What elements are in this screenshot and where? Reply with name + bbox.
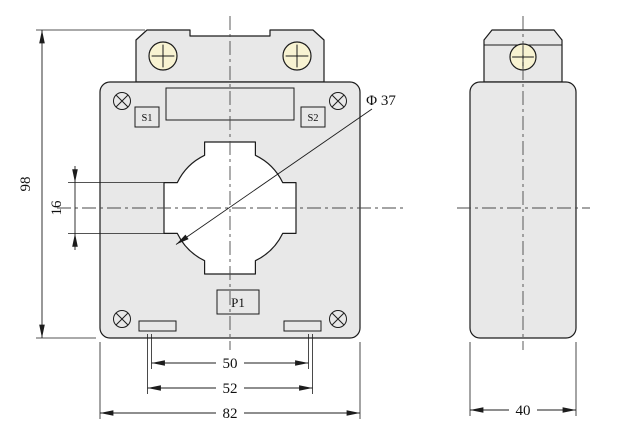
corner-screw-top-left (113, 92, 131, 110)
corner-screw-bottom-right (329, 310, 347, 328)
terminal-screw-right (282, 41, 312, 71)
corner-screw-head (113, 92, 131, 110)
dimension-text-mask (216, 380, 244, 395)
corner-screw-head (113, 310, 131, 328)
dimension-text-mask (216, 405, 244, 420)
center-hole (163, 141, 297, 275)
front-view: S1 S2 P1 (57, 16, 404, 350)
s2-box (300, 106, 326, 128)
corner-screw-head (329, 310, 347, 328)
dimension-text-height: 98 (18, 177, 34, 192)
dimension-text-overall-width: 82 (223, 406, 238, 422)
dimension-text-notch: 16 (49, 200, 65, 216)
s1-box (134, 106, 160, 128)
front-terminal-block (135, 29, 325, 83)
screw-x-icon (332, 95, 344, 107)
dimension-text-mid-width: 52 (223, 381, 238, 397)
terminal-mark-s1: S1 (134, 106, 160, 128)
dimension-overall-height: 98 (18, 29, 145, 339)
terminal-screw-left (148, 41, 178, 71)
dimension-overall-width: 82 (99, 342, 361, 422)
side-view (457, 16, 590, 350)
dimension-text-mask (509, 402, 537, 417)
dimension-text-mask (216, 355, 244, 370)
dimension-text-side-width: 40 (516, 403, 531, 419)
corner-screw-top-right (329, 92, 347, 110)
dimension-text-hole-diameter: Φ 37 (366, 93, 396, 109)
dimension-window-notch: 16 (49, 166, 168, 250)
p1-box (216, 289, 260, 315)
screw-x-icon (116, 95, 128, 107)
corner-screw-bottom-left (113, 310, 131, 328)
dimension-side-width: 40 (469, 342, 577, 419)
screw-cross-icon (151, 44, 175, 68)
dimension-bottom-mid: 52 (147, 334, 313, 397)
screw-cross-icon (285, 44, 309, 68)
screw-x-icon (116, 313, 128, 325)
screw-x-icon (332, 313, 344, 325)
mounting-slot-left (138, 320, 177, 332)
dimension-text-inner-width: 50 (223, 356, 238, 372)
mounting-slot-right (283, 320, 322, 332)
s1-label: S1 (141, 113, 152, 124)
terminal-mark-p1: P1 (216, 289, 260, 315)
corner-screw-head (329, 92, 347, 110)
dimension-bottom-inner: 50 (151, 334, 309, 372)
s2-label: S2 (307, 113, 318, 124)
dimension-hole-diameter: Φ 37 (175, 93, 396, 245)
terminal-mark-s2: S2 (300, 106, 326, 128)
leader-line (175, 108, 373, 245)
p1-label: P1 (231, 295, 245, 310)
